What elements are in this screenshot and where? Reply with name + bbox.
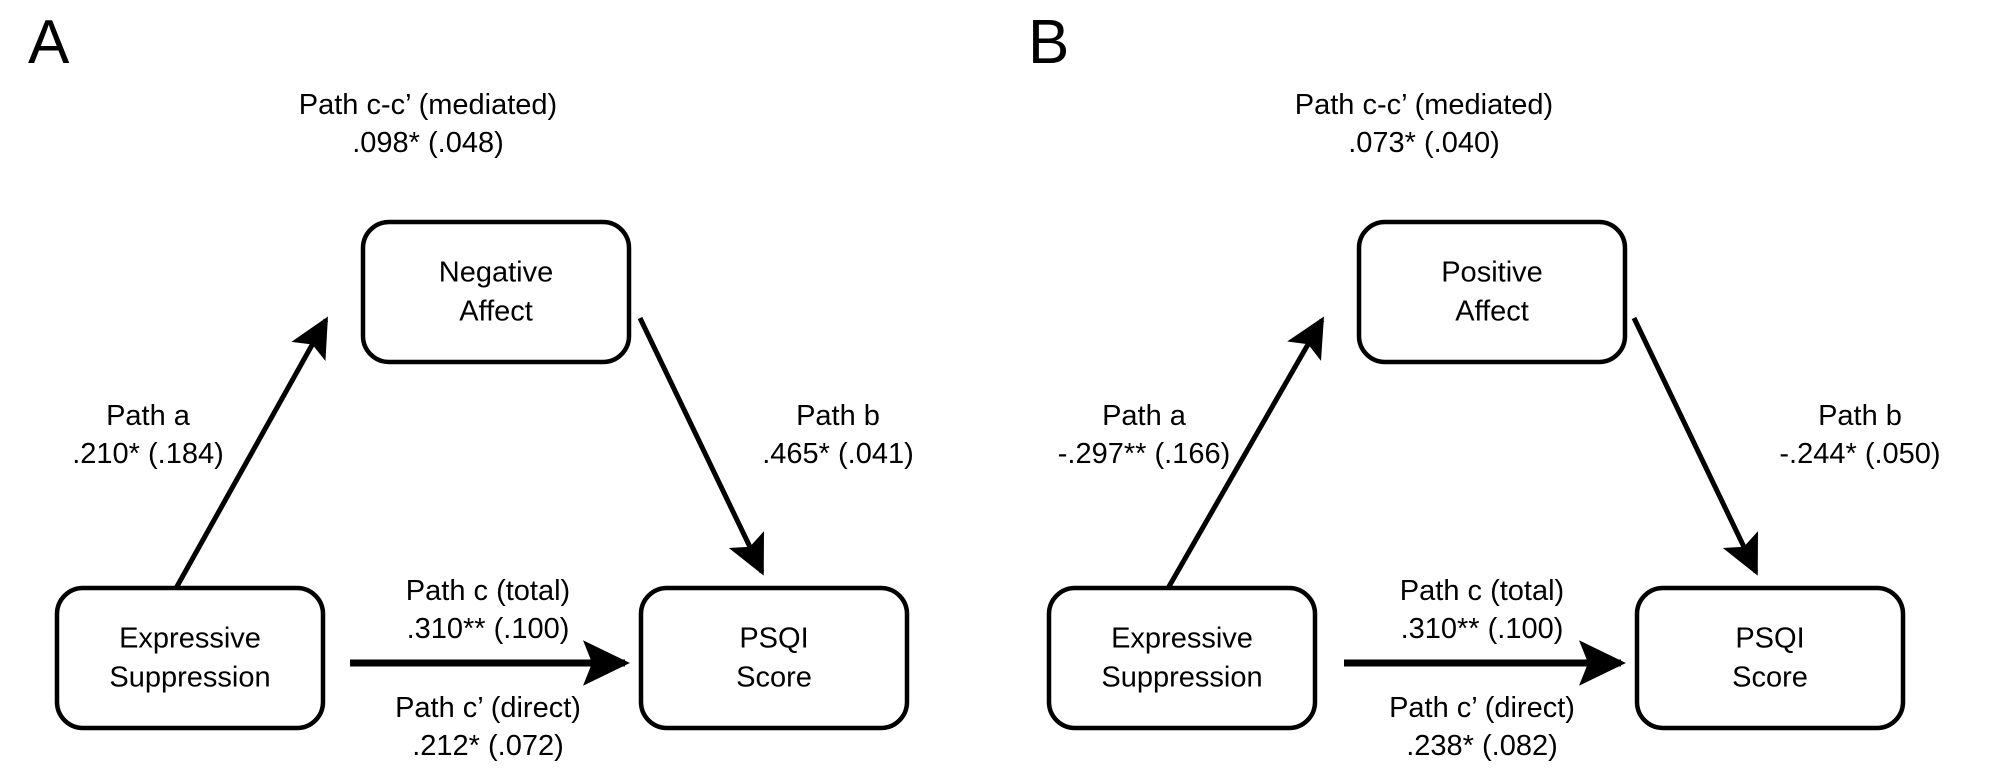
panel-a-path-a-label: Path a [106,400,191,432]
panel-b-outcome-label-line2: Score [1732,662,1808,694]
panel-b-path-a-arrow [1164,316,1325,592]
panel-a-path-mediated-value: .098* (.048) [352,127,504,159]
panel-b: B Path c-c’ (mediated) .073* (.040) [1004,0,2008,781]
panel-a-path-c-direct-label: Path c’ (direct) [395,692,581,724]
panel-b-path-mediated-label: Path c-c’ (mediated) [1295,89,1553,121]
panel-a-outcome-label-line1: PSQI [739,623,808,655]
panel-a-path-b-arrow [637,316,765,576]
panel-b-path-b-label: Path b [1818,400,1902,432]
panel-a-path-c-total-value: .310** (.100) [407,613,570,645]
panel-a-path-c-direct-value: .212* (.072) [412,730,564,762]
panel-b-predictor-label-line2: Suppression [1101,662,1262,694]
panel-b-path-a-label: Path a [1102,400,1187,432]
panel-a-mediator-label-line2: Affect [459,296,533,328]
panel-a-path-b-label: Path b [796,400,880,432]
panel-b-outcome-box [1634,585,1906,731]
panel-a-path-b-value: .465* (.041) [762,438,914,470]
panel-b-path-c-direct-value: .238* (.082) [1406,730,1558,762]
panel-b-outcome-label-line1: PSQI [1735,623,1804,655]
panel-b-predictor-box [1046,585,1318,731]
panel-b-predictor-label-line1: Expressive [1111,623,1253,655]
panel-b-path-a-value: -.297** (.166) [1058,438,1231,470]
panel-a-diagram: Path c-c’ (mediated) .098* (.048) Negati… [54,89,914,762]
panel-a-path-mediated-label: Path c-c’ (mediated) [299,89,557,121]
panel-a-mediator-label-line1: Negative [439,257,553,289]
panel-a-mediator-box [360,219,632,365]
panel-a: A Path c-c’ (mediated) .098* (.048) [28,8,914,763]
panel-b-path-c-total-value: .310** (.100) [1401,613,1564,645]
panel-a-predictor-label-line1: Expressive [119,623,261,655]
panel-a-path-c-total-label: Path c (total) [406,575,570,607]
panel-b-path-mediated-value: .073* (.040) [1348,127,1500,159]
panel-b-mediator-box [1356,219,1628,365]
panel-a-path-a-arrow [172,316,329,592]
panel-letter-a: A [28,8,70,77]
panel-b-path-b-value: -.244* (.050) [1779,438,1940,470]
panel-a-predictor-box [54,585,326,731]
panel-b-diagram: Path c-c’ (mediated) .073* (.040) Positi… [1046,89,1941,762]
panel-letter-b: B [1028,8,1070,77]
panel-b-path-b-arrow [1631,316,1759,576]
panel-a-outcome-box [638,585,910,731]
panel-b-path-c-direct-label: Path c’ (direct) [1389,692,1575,724]
panel-a-outcome-label-line2: Score [736,662,812,694]
panel-a-predictor-label-line2: Suppression [109,662,270,694]
panel-b-mediator-label-line1: Positive [1441,257,1543,289]
panel-a-path-a-value: .210* (.184) [72,438,224,470]
panel-b-mediator-label-line2: Affect [1455,296,1529,328]
panel-b-path-c-total-label: Path c (total) [1400,575,1564,607]
